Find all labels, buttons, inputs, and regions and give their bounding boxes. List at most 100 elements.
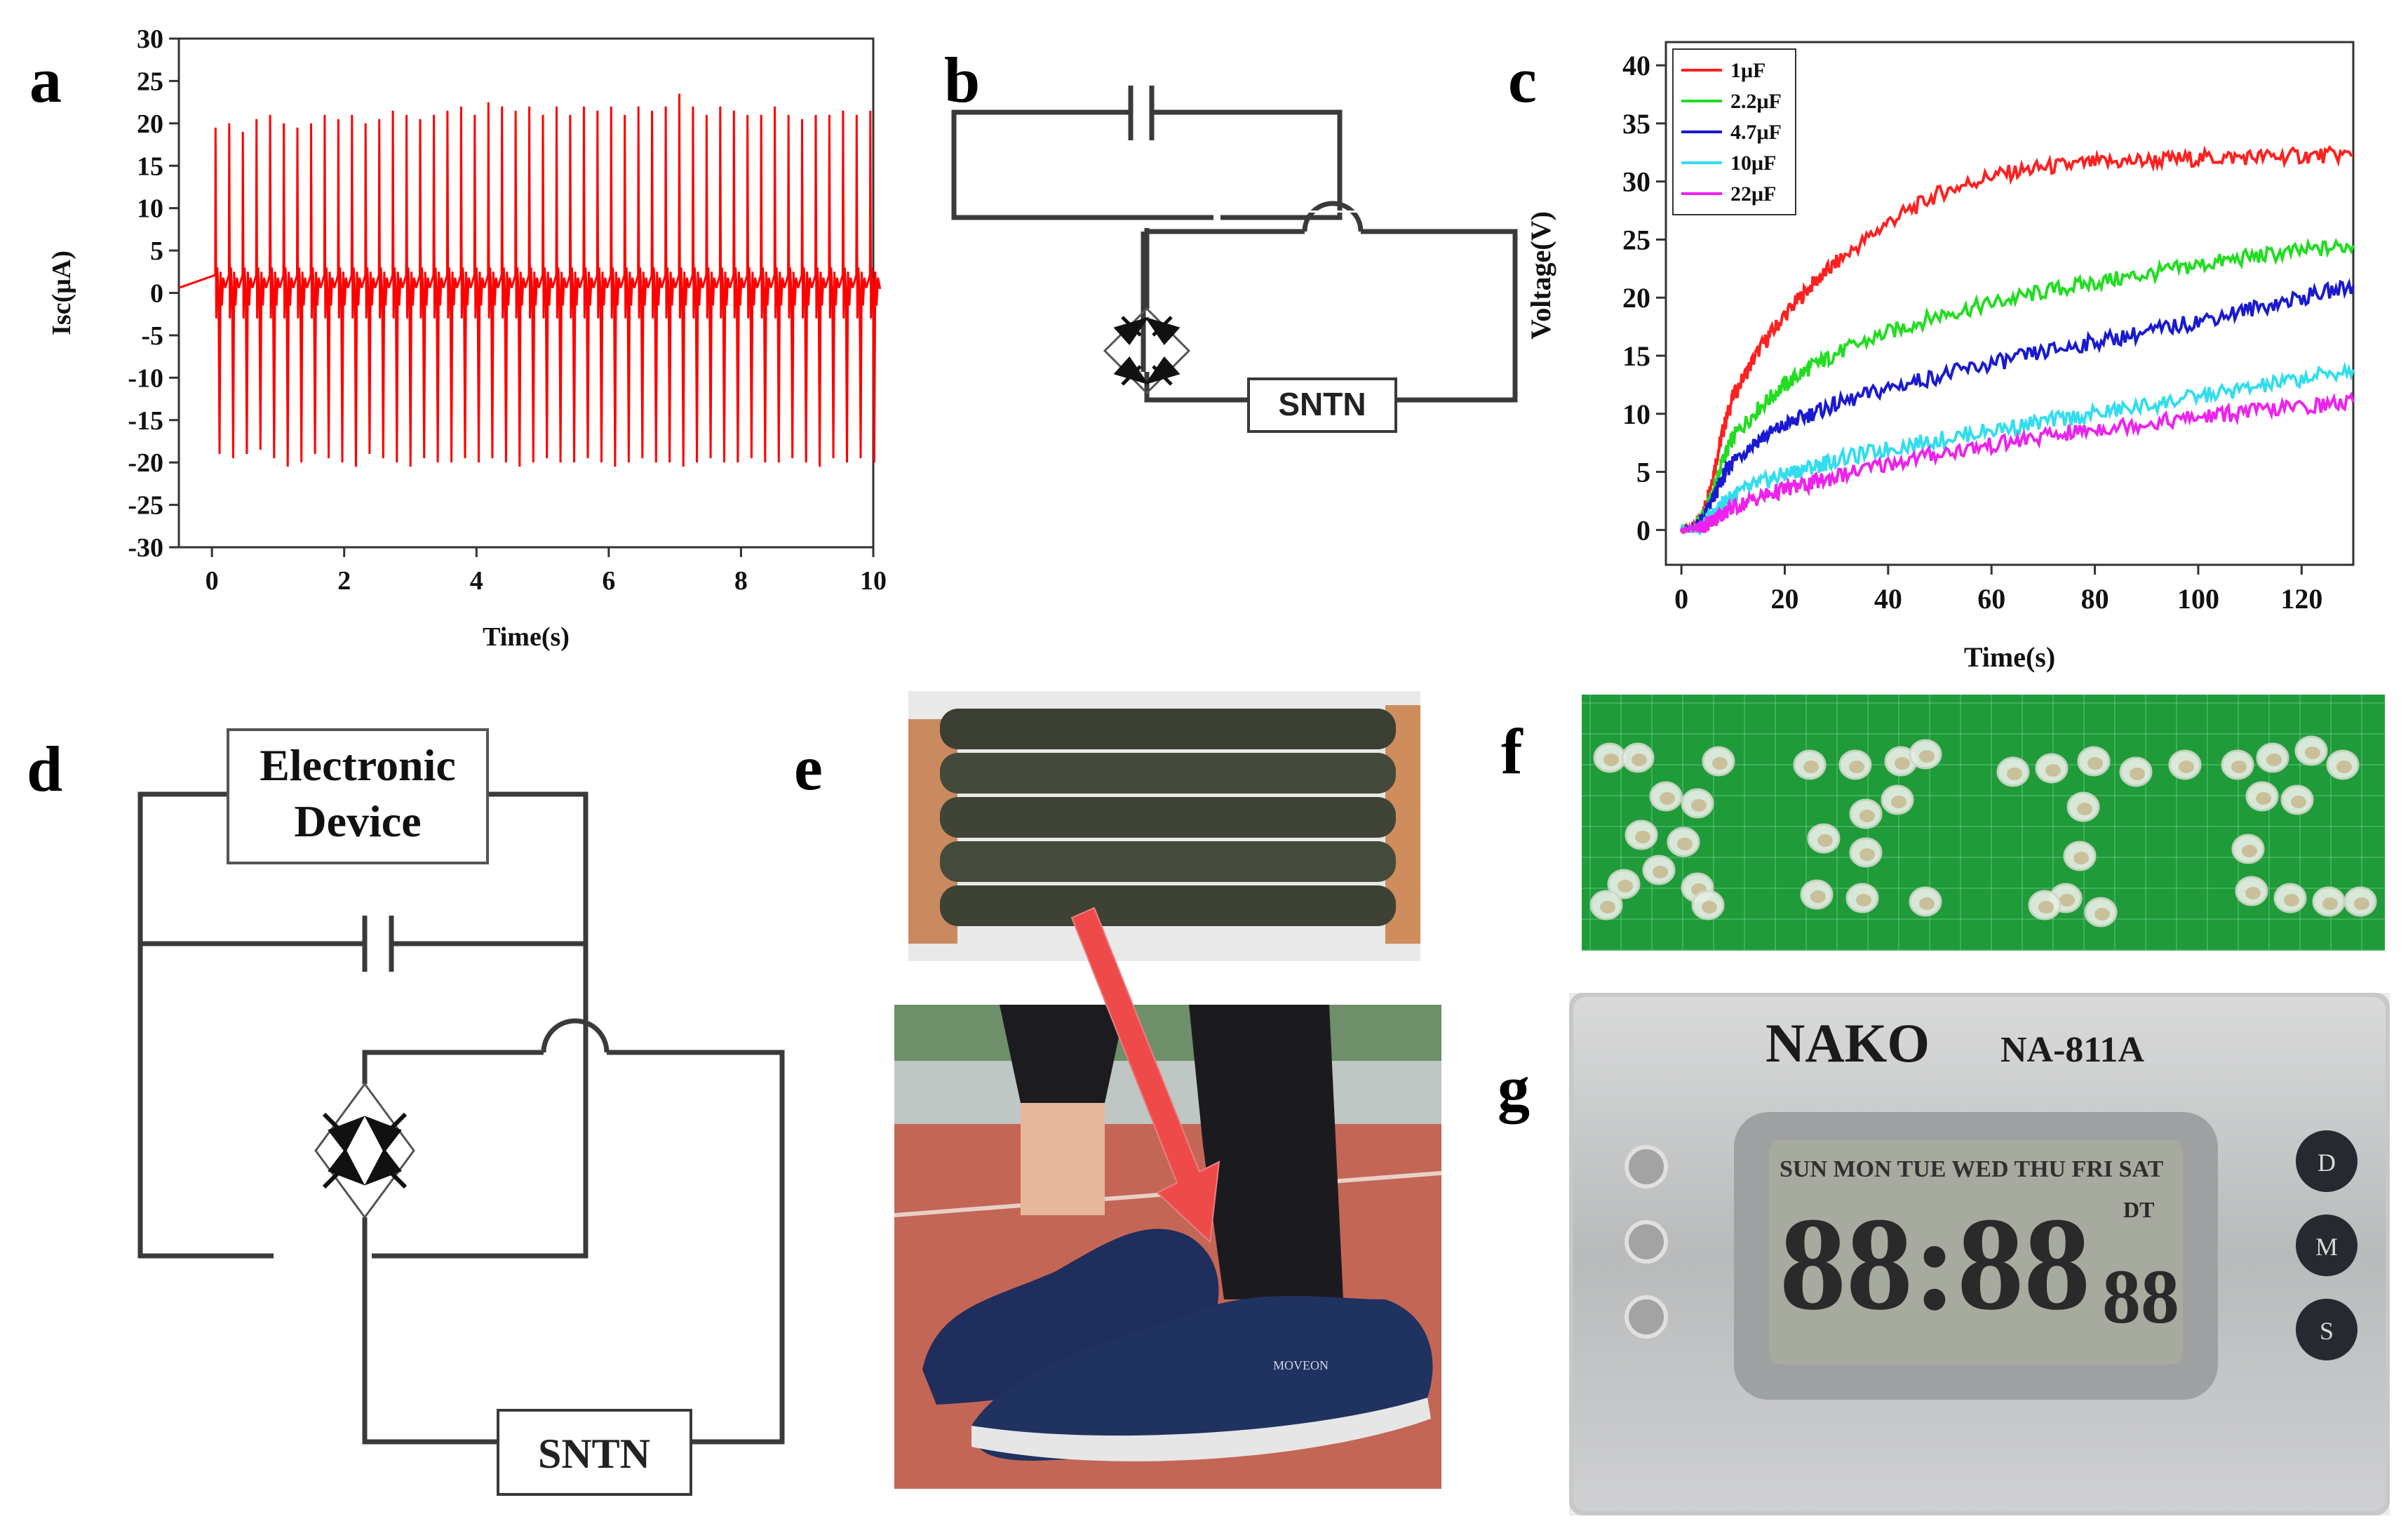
panel-letter-b: b <box>944 44 981 116</box>
wire <box>362 1050 544 1084</box>
wire-inner-right <box>1361 229 1518 403</box>
s-button-label: S <box>2320 1317 2334 1345</box>
y-tick-label: 25 <box>137 67 163 96</box>
wire-crossover-hop <box>541 1018 610 1053</box>
y-tick-label: -10 <box>128 363 163 393</box>
wire-inner-bottom <box>1144 372 1249 403</box>
series-line <box>1680 145 2354 535</box>
clock-brand: NAKO <box>1765 1012 1930 1073</box>
rectifier-circuit-b: SNTN <box>951 86 1518 433</box>
led-indicator <box>1625 1295 1668 1339</box>
m-button <box>2296 1214 2357 1276</box>
electronic-device-box <box>227 728 489 864</box>
series-line <box>1680 361 2355 536</box>
y-tick-label: 10 <box>137 194 163 224</box>
series-line <box>1680 278 2355 534</box>
shoe <box>971 1296 1433 1461</box>
y-axis-label: Isc(μA) <box>47 250 76 335</box>
y-tick-label: 15 <box>1622 340 1650 372</box>
sntn-box <box>497 1409 692 1496</box>
y-tick-label: 20 <box>1622 282 1650 314</box>
led-indicator <box>1625 1220 1668 1264</box>
sntn-label: SNTN <box>538 1431 650 1477</box>
device-label-line2: Device <box>294 796 421 846</box>
y-tick-label: 20 <box>137 109 163 139</box>
y-tick-label: -15 <box>128 406 163 436</box>
x-tick-label: 10 <box>860 566 887 596</box>
d-button-label: D <box>2318 1149 2336 1177</box>
lcd-seconds: 88 <box>2102 1254 2179 1339</box>
led-indicator <box>1625 1145 1668 1189</box>
shoe-brand: MOVEON <box>1273 1358 1329 1372</box>
y-tick-label: 35 <box>1622 108 1650 140</box>
lcd-screen <box>1769 1140 2183 1365</box>
bridge-diamond <box>314 1082 415 1219</box>
y-axis-label: Voltage(V) <box>1525 211 1556 340</box>
series-line <box>1680 391 2355 535</box>
y-tick-label: 15 <box>137 152 163 181</box>
x-tick-label: 40 <box>1874 583 1902 615</box>
y-tick-label: 25 <box>1622 224 1650 255</box>
x-tick-label: 120 <box>2280 583 2322 615</box>
x-axis-label: Time(s) <box>1964 641 2055 673</box>
x-tick-label: 8 <box>734 566 748 596</box>
y-tick-label: -20 <box>128 448 163 478</box>
plot-frame <box>177 37 875 549</box>
sntn-box <box>1247 377 1397 433</box>
y-tick-label: 5 <box>1636 457 1650 488</box>
y-tick-label: -5 <box>141 321 163 351</box>
lcd-days: SUN MON TUE WED THU FRI SAT <box>1780 1156 2164 1182</box>
pant-leg <box>1000 1005 1126 1103</box>
y-tick-label: 0 <box>150 279 163 309</box>
isc-trace <box>178 93 882 467</box>
led-board-photo <box>1582 695 2385 951</box>
wire-crossover-hop <box>1302 201 1364 232</box>
fiber-strip <box>940 841 1396 882</box>
bridge-diamond <box>1103 307 1191 395</box>
y-tick-label: -25 <box>128 491 163 521</box>
sntn-label: SNTN <box>1278 386 1366 422</box>
x-tick-label: 100 <box>2177 583 2219 615</box>
device-label-line1: Electronic <box>260 740 456 790</box>
lcd-digits: 88:88 <box>1780 1191 2090 1338</box>
plot-frame <box>1664 41 2355 566</box>
y-tick-label: 10 <box>1622 399 1650 430</box>
legend-label: 10μF <box>1730 152 1776 175</box>
legend-label: 1μF <box>1730 59 1765 82</box>
fiber-strip <box>940 797 1396 838</box>
textile-photo <box>908 691 1420 961</box>
wire-inner-left <box>1144 229 1305 309</box>
panel-letter-a: a <box>29 44 62 116</box>
d-button <box>2296 1130 2357 1192</box>
y-tick-label: 30 <box>137 25 163 54</box>
x-tick-label: 20 <box>1770 583 1798 615</box>
y-tick-label: 30 <box>1622 166 1650 198</box>
legend-label: 4.7μF <box>1730 121 1782 144</box>
wire <box>362 1217 498 1445</box>
fiber-strip <box>940 753 1396 794</box>
x-tick-label: 6 <box>602 566 615 596</box>
wire <box>137 791 274 1259</box>
clock-model: NA-811A <box>2000 1030 2145 1070</box>
x-tick-label: 2 <box>337 566 351 596</box>
x-axis-label: Time(s) <box>483 622 570 652</box>
x-tick-label: 60 <box>1977 583 2005 615</box>
fiber-strip <box>940 885 1396 926</box>
y-tick-label: 0 <box>1636 514 1650 546</box>
panel-letter-e: e <box>794 732 823 803</box>
wire <box>1152 109 1343 220</box>
wire <box>607 1050 785 1445</box>
x-tick-label: 4 <box>470 566 483 596</box>
panel-letter-c: c <box>1508 44 1537 116</box>
x-tick-label: 0 <box>1674 583 1688 615</box>
panel-letter-g: g <box>1498 1052 1530 1124</box>
m-button-label: M <box>2315 1233 2338 1261</box>
wire <box>951 109 1213 220</box>
pant-leg <box>1189 1005 1343 1299</box>
legend-label: 22μF <box>1730 182 1776 206</box>
x-tick-label: 80 <box>2081 583 2109 615</box>
y-tick-label: 40 <box>1622 50 1650 81</box>
shoe-photo: MOVEON <box>894 1005 1441 1489</box>
legend-label: 2.2μF <box>1730 90 1782 113</box>
